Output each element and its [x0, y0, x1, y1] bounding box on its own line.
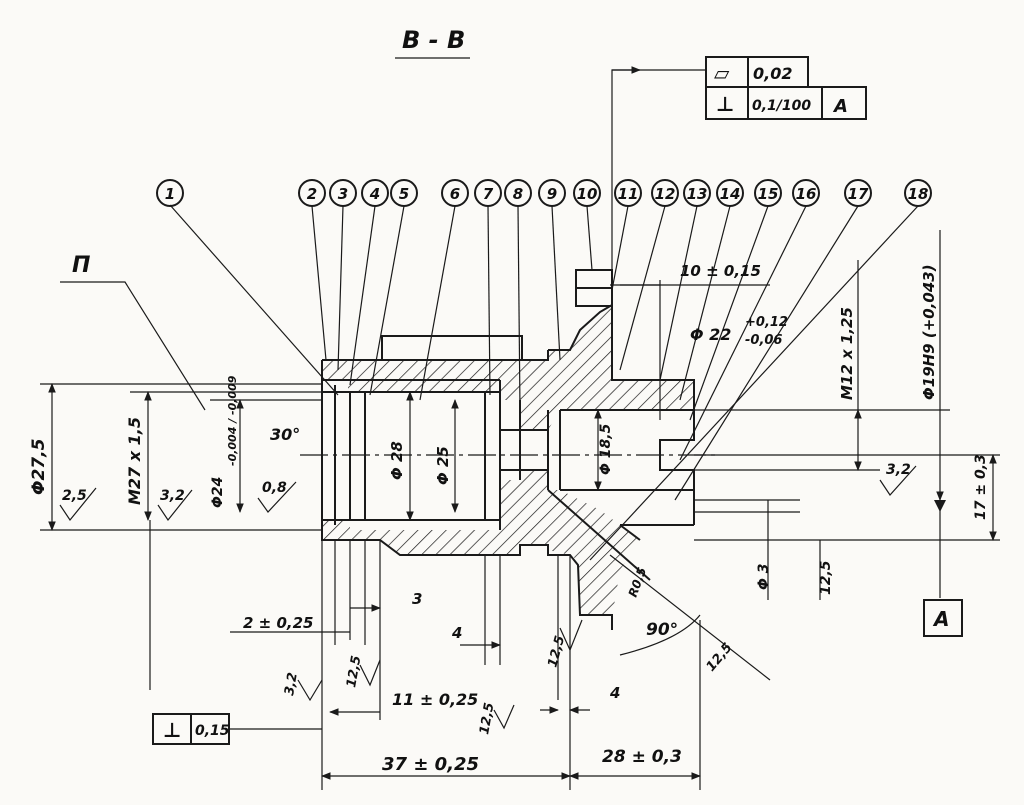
- dim-28: 28 ± 0,3: [602, 747, 682, 767]
- dim-12-5-left: 12,5: [344, 654, 364, 688]
- rough-2-5: 2,5: [62, 488, 87, 504]
- balloon-label-4: 4: [369, 185, 380, 203]
- datum-letter: А: [932, 607, 949, 631]
- balloon-label-12: 12: [655, 185, 676, 203]
- part-section: [300, 269, 720, 630]
- balloon-label-5: 5: [399, 185, 409, 203]
- dim-phi25: Φ 25: [434, 446, 452, 485]
- angle-90: 90°: [646, 620, 678, 640]
- datum-box: [923, 599, 963, 637]
- balloon-1: [156, 179, 184, 207]
- right-dimensions: 10 ± 0,15 Φ 22 +0,12 -0,06 M12 x 1,25 Φ1…: [610, 230, 1000, 637]
- dim-12-5-right: 12,5: [818, 560, 834, 595]
- dim-10: 10 ± 0,15: [680, 262, 761, 280]
- dim-phi24: Φ24: [210, 477, 226, 508]
- perp-symbol-top: ⊥: [716, 92, 734, 116]
- top-tolerance-frame: ▱ 0,02 ⊥ 0,1/100 А: [611, 56, 867, 380]
- letter-p: П: [72, 253, 90, 278]
- dim-11: 11 ± 0,25: [392, 690, 478, 709]
- rough-12-5-angle: 12,5: [704, 640, 736, 674]
- dim-phi22: Φ 22: [690, 325, 731, 344]
- dim-phi19: Φ19H9 (+0,043): [920, 264, 938, 400]
- dim-phi22-tol-dn: -0,06: [745, 333, 782, 348]
- rough-3-2-bottom: 3,2: [282, 671, 301, 696]
- balloon-label-6: 6: [450, 185, 460, 203]
- perp-value-bottom: 0,15: [195, 723, 230, 739]
- perp-value-top: 0,1/100: [752, 98, 811, 114]
- leader-lines: [169, 204, 919, 561]
- rough-0-8: 0,8: [262, 480, 287, 496]
- balloon-label-14: 14: [720, 185, 741, 203]
- balloon-label-18: 18: [908, 185, 929, 203]
- balloon-label-9: 9: [547, 185, 557, 203]
- dim-phi22-tol-up: +0,12: [745, 315, 788, 330]
- rough-12-5-bottom: 12,5: [477, 701, 497, 735]
- perp-datum-top: А: [832, 96, 848, 117]
- dim-4b: 4: [609, 684, 620, 702]
- balloon-label-13: 13: [687, 185, 708, 203]
- left-dimensions: Φ27,5 M27 x 1,5 Φ24 -0,004 / -0,009 П 2,…: [29, 253, 322, 690]
- balloon-label-11: 11: [618, 185, 639, 203]
- balloon-label-8: 8: [513, 185, 523, 203]
- inner-diameters: Φ 28 Φ 25 Φ 18,5: [388, 391, 614, 521]
- rough-3-2-left: 3,2: [160, 488, 185, 504]
- balloon-label-15: 15: [758, 185, 779, 203]
- balloon-label-2: 2: [307, 185, 317, 203]
- dim-17: 17 ± 0,3: [973, 454, 989, 520]
- perp-symbol-bottom: ⊥: [163, 718, 181, 742]
- balloon-label-3: 3: [338, 185, 348, 203]
- balloon-label-17: 17: [848, 185, 869, 203]
- dim-phi3: Φ 3: [756, 563, 772, 590]
- balloon-label-10: 10: [577, 185, 598, 203]
- section-title-group: В - В: [395, 26, 470, 59]
- rough-3-2-right: 3,2: [886, 462, 911, 478]
- dim-m27: M27 x 1,5: [125, 417, 144, 505]
- flatness-value: 0,02: [753, 64, 792, 83]
- dim-4a: 4: [451, 624, 462, 642]
- balloon-label-16: 16: [796, 185, 817, 203]
- dim-phi27: Φ27,5: [29, 439, 49, 495]
- dim-3: 3: [412, 590, 422, 608]
- dim-2: 2 ± 0,25: [243, 614, 313, 632]
- flatness-symbol: ▱: [714, 61, 730, 85]
- dim-phi28: Φ 28: [388, 441, 406, 480]
- dim-37: 37 ± 0,25: [382, 754, 479, 775]
- bottom-tolerance-frame: ⊥ 0,15: [152, 713, 322, 745]
- section-title: В - В: [402, 26, 465, 54]
- dim-phi24-tol: -0,004 / -0,009: [226, 375, 239, 466]
- lower-dimensions: 3 2 ± 0,25 4 12,5 90° R0,5 12,5 3,2 12,5…: [230, 540, 771, 790]
- balloon-label-1: 1: [165, 185, 175, 203]
- dim-m12: M12 x 1,25: [838, 307, 856, 400]
- balloon-label-7: 7: [483, 185, 494, 203]
- angle-30: 30°: [270, 425, 300, 444]
- dim-phi18: Φ 18,5: [598, 423, 614, 475]
